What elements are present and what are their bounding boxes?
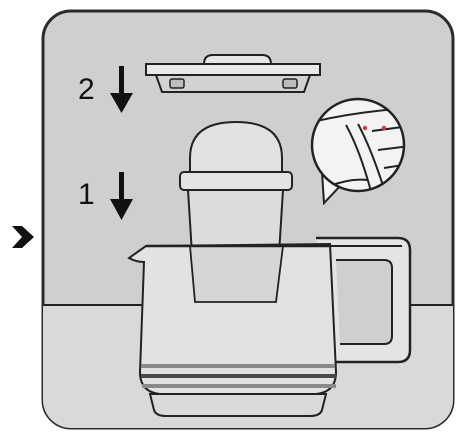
arrow-down-icon xyxy=(110,172,133,220)
water-jug xyxy=(127,236,412,417)
arrow-down-icon xyxy=(110,66,133,113)
filter-lid xyxy=(145,54,321,93)
step-1-number: 1 xyxy=(78,178,95,211)
chevron-right-icon xyxy=(12,226,34,248)
step-2-number: 2 xyxy=(78,73,95,106)
